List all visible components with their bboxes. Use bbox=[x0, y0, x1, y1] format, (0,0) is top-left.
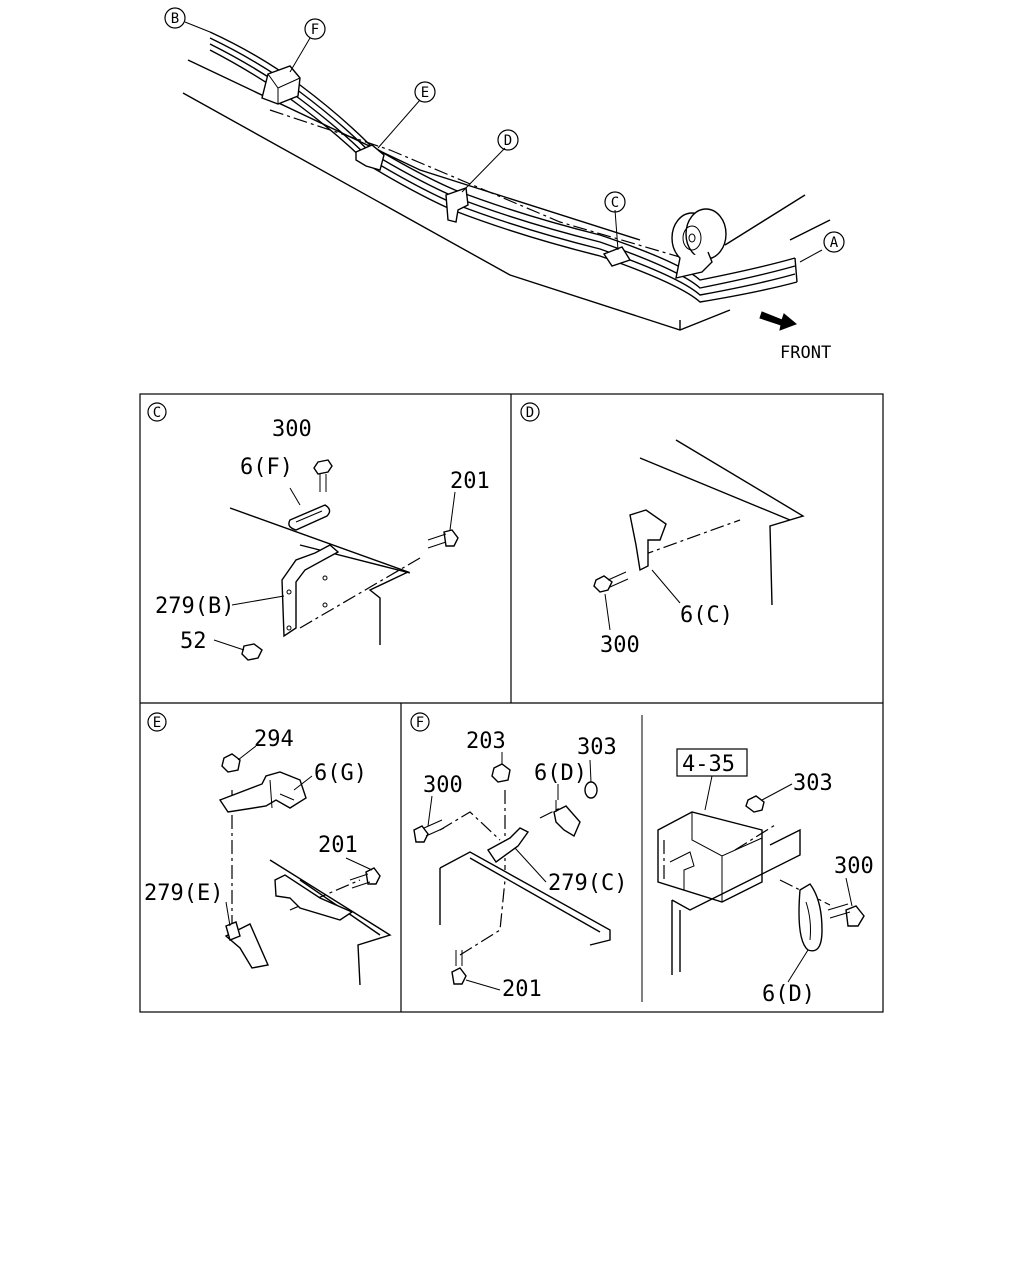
panel-e-label-279e: 279(E) bbox=[144, 881, 223, 906]
panel-f-label-303: 303 bbox=[577, 735, 617, 760]
front-arrow-icon bbox=[759, 311, 797, 331]
callout-f-text: F bbox=[311, 22, 319, 38]
panel-c-label-300: 300 bbox=[272, 417, 312, 442]
callout-d-text: D bbox=[504, 133, 512, 149]
panel-f-label-203: 203 bbox=[466, 729, 506, 754]
callout-e-text: E bbox=[421, 85, 429, 101]
panel-f-detail: 4-35 303 300 6(D) bbox=[657, 748, 874, 1007]
panel-e-label-294: 294 bbox=[254, 727, 294, 752]
overview-drawing: B F E D C A FRONT bbox=[164, 7, 845, 363]
panel-f2-label-300: 300 bbox=[834, 854, 874, 879]
panel-e-tag: E bbox=[153, 715, 161, 731]
detail-panels-frame bbox=[139, 393, 884, 1013]
panel-e: E 294 6(G) 201 279(E) bbox=[144, 712, 392, 986]
panel-f2-label-6d: 6(D) bbox=[762, 982, 815, 1007]
panel-d-label-300: 300 bbox=[600, 633, 640, 658]
panel-d: D 6(C) 300 bbox=[520, 402, 805, 658]
panel-c-label-279b: 279(B) bbox=[155, 594, 234, 619]
panel-f: F 203 303 6(D) 300 279(C) 201 bbox=[410, 712, 627, 1002]
panel-f-label-300: 300 bbox=[423, 773, 463, 798]
panel-d-tag: D bbox=[526, 405, 534, 421]
front-label: FRONT bbox=[780, 343, 831, 363]
callout-b-text: B bbox=[171, 11, 179, 27]
panel-f-label-279c: 279(C) bbox=[548, 871, 627, 896]
panel-c-label-201: 201 bbox=[450, 469, 490, 494]
panel-e-label-6g: 6(G) bbox=[314, 761, 367, 786]
panel-f-tag: F bbox=[416, 715, 424, 731]
callout-c-text: C bbox=[611, 195, 619, 211]
panel-f-label-6d: 6(D) bbox=[534, 761, 587, 786]
panel-f-label-201: 201 bbox=[502, 977, 542, 1002]
callout-c: C bbox=[604, 191, 626, 213]
callout-f: F bbox=[304, 18, 326, 40]
panel-f2-label-303: 303 bbox=[793, 771, 833, 796]
callout-a-text: A bbox=[830, 235, 839, 251]
panel-c: C 300 6(F) 201 279(B) 52 bbox=[147, 402, 490, 661]
panel-c-tag: C bbox=[153, 405, 161, 421]
panel-d-label-6c: 6(C) bbox=[680, 603, 733, 628]
callout-d: D bbox=[497, 129, 519, 151]
panel-f-ref-box: 4-35 bbox=[682, 752, 735, 777]
panel-e-label-201: 201 bbox=[318, 833, 358, 858]
panel-c-label-6f: 6(F) bbox=[240, 455, 293, 480]
callout-a: A bbox=[823, 231, 845, 253]
panel-c-label-52: 52 bbox=[180, 629, 207, 654]
callout-e: E bbox=[414, 81, 436, 103]
callout-b: B bbox=[164, 7, 186, 29]
